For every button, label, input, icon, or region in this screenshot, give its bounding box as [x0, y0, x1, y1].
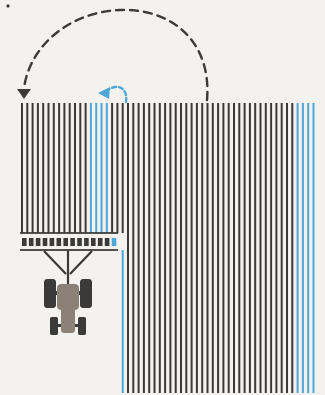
planter-unit [91, 238, 96, 246]
planter-unit [36, 238, 41, 246]
planter-unit [43, 238, 48, 246]
planter-unit [29, 238, 34, 246]
planter-unit [105, 238, 110, 246]
planter-unit [70, 238, 75, 246]
planter-unit [98, 238, 103, 246]
planter-unit [84, 238, 89, 246]
start-dot [6, 4, 9, 7]
hood [61, 306, 75, 333]
planter-unit [63, 238, 68, 246]
tractor-icon [44, 279, 92, 335]
planter-unit [22, 238, 27, 246]
planter-unit [77, 238, 82, 246]
planter-unit-guidance [112, 238, 117, 246]
planter-unit [50, 238, 55, 246]
planter-unit [57, 238, 62, 246]
